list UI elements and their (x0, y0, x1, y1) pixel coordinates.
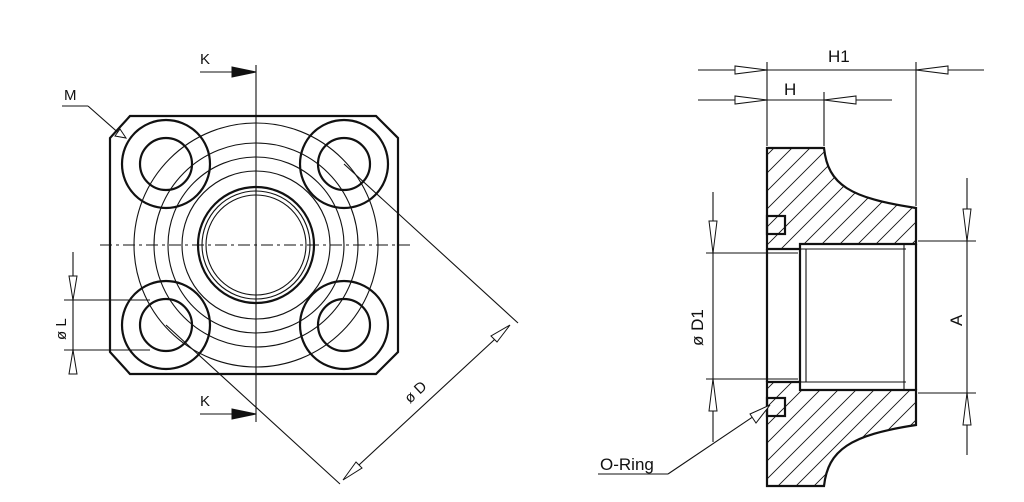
hatch-line (885, 148, 916, 249)
hatch-upper (652, 144, 1024, 252)
section-upper-outline (765, 146, 918, 251)
k-top-label: K (200, 51, 210, 68)
hatch-line (994, 144, 1024, 252)
hatch-line (767, 382, 815, 486)
hatch-line (767, 148, 797, 249)
o-ring-groove-upper (765, 214, 787, 236)
flange-outline (108, 114, 400, 376)
hatch-line (972, 378, 1024, 490)
hatch-line (863, 382, 916, 486)
hatch-line (767, 382, 833, 486)
bolt-hole-bottom-left (120, 279, 212, 371)
hatch-line (767, 148, 851, 249)
hatch-line (922, 144, 1024, 252)
hatch-line (990, 378, 1024, 490)
front-view: K K M ø L ø D (53, 51, 519, 485)
bolt-hole-top-left (120, 118, 212, 210)
hatch-line (903, 148, 916, 249)
o-ring-groove-lower (765, 396, 787, 418)
dimension-dia-l: ø L (53, 252, 150, 375)
h-label: H (784, 80, 796, 99)
section-bore (765, 244, 918, 390)
hatch-line (1012, 144, 1024, 252)
dia-d1-label: ø D1 (688, 309, 707, 346)
h1-label: H1 (828, 47, 850, 66)
section-lower-outline (765, 380, 918, 488)
m-label: M (64, 87, 77, 104)
hatch-line (954, 378, 1024, 490)
hatch-line (936, 378, 1024, 490)
bolt-hole-bottom-right (298, 279, 390, 371)
hatch-line (791, 382, 905, 486)
hatch-line (767, 148, 833, 249)
hatch-line (767, 148, 779, 249)
hatch-line (867, 148, 916, 249)
k-bottom-label: K (200, 393, 210, 410)
a-label: A (947, 314, 966, 326)
o-ring-label: O-Ring (600, 455, 654, 474)
hatch-line (940, 144, 1024, 252)
hatch-line (767, 382, 797, 486)
hatch-line (767, 382, 851, 486)
hatch-line (827, 382, 916, 486)
hatch-line (918, 378, 1024, 490)
section-marker-bottom: K (200, 393, 257, 420)
hatch-line (767, 148, 869, 249)
hatch-line (845, 382, 916, 486)
leader-m: M (62, 87, 128, 139)
hatch-line (767, 382, 869, 486)
hatch-line (652, 144, 760, 252)
bolt-hole-top-right (298, 118, 390, 210)
hatch-line (976, 144, 1024, 252)
hatch-line (773, 382, 887, 486)
dimension-a: A (918, 178, 976, 455)
dimension-h: H (698, 80, 892, 146)
hatch-line (795, 148, 905, 249)
hatch-line (1008, 378, 1024, 490)
hatch-line (767, 148, 815, 249)
hatch-line (767, 382, 779, 486)
hatch-line (831, 148, 916, 249)
section-marker-top: K (200, 51, 257, 78)
leader-o-ring: O-Ring (598, 404, 771, 475)
dimension-dia-d1: ø D1 (688, 192, 798, 442)
hatch-line (648, 378, 760, 490)
section-view: H1 H ø D1 A (598, 47, 1024, 490)
dimension-h1: H1 (698, 47, 984, 206)
dia-l-label: ø L (53, 318, 70, 340)
hatch-line (881, 382, 916, 486)
